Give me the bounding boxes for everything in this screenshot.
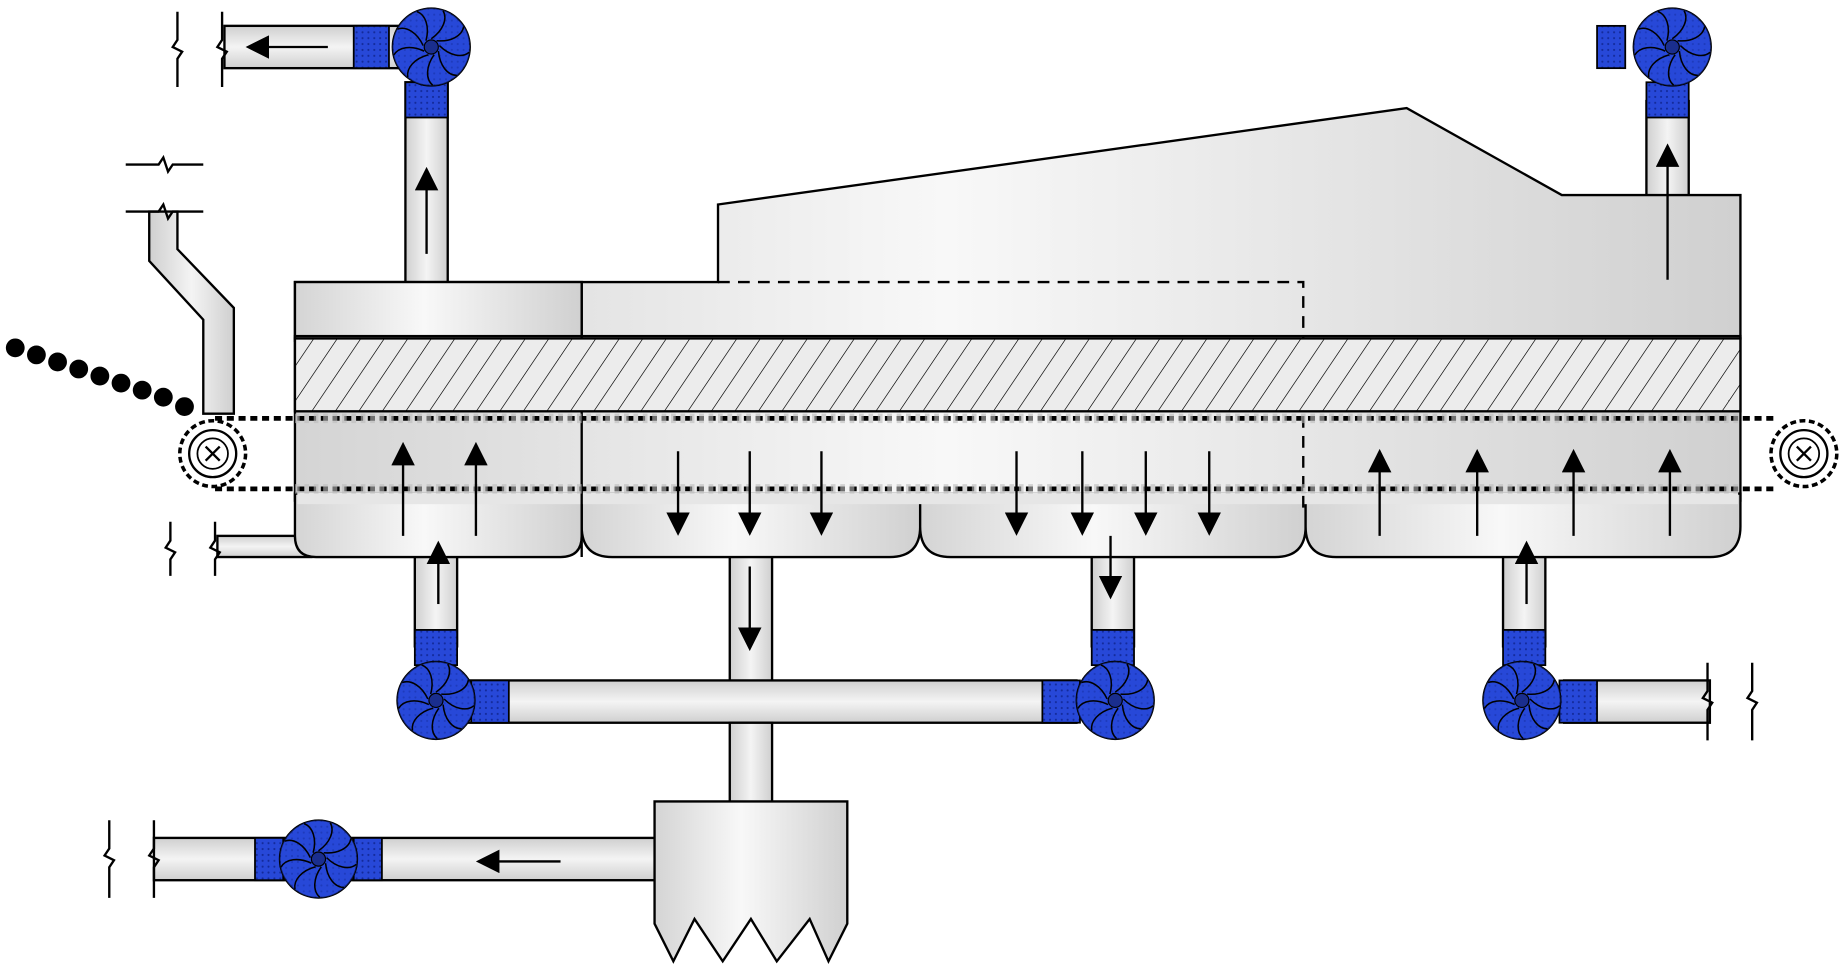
centrifugal-fan-icon	[1632, 7, 1712, 87]
product-bed	[293, 337, 1742, 413]
centrifugal-fan-icon	[396, 660, 476, 741]
zone-boundary-dashed	[718, 280, 1305, 513]
cyclone-hopper	[653, 800, 849, 965]
centrifugal-fan-icon	[1075, 660, 1155, 741]
airflow-arrows	[245, 35, 1682, 874]
centrifugal-fan-icon	[391, 7, 471, 87]
centrifugal-fan-icon	[1482, 660, 1562, 741]
zone4-plenum	[1304, 492, 1742, 559]
recirculation-header-duct	[464, 679, 1078, 724]
roller-pulley-icon	[178, 418, 248, 489]
cyclone-feed-duct	[728, 721, 774, 807]
centrifugal-fan-icon	[278, 819, 359, 899]
duct-break-symbols	[102, 11, 1759, 898]
product-infeed-particles	[5, 338, 194, 417]
infeed-chute	[148, 210, 236, 415]
zone1-top-chamber	[293, 280, 583, 342]
bottom-exhaust-duct	[152, 836, 659, 882]
roller-pulley-icon	[1769, 418, 1839, 489]
